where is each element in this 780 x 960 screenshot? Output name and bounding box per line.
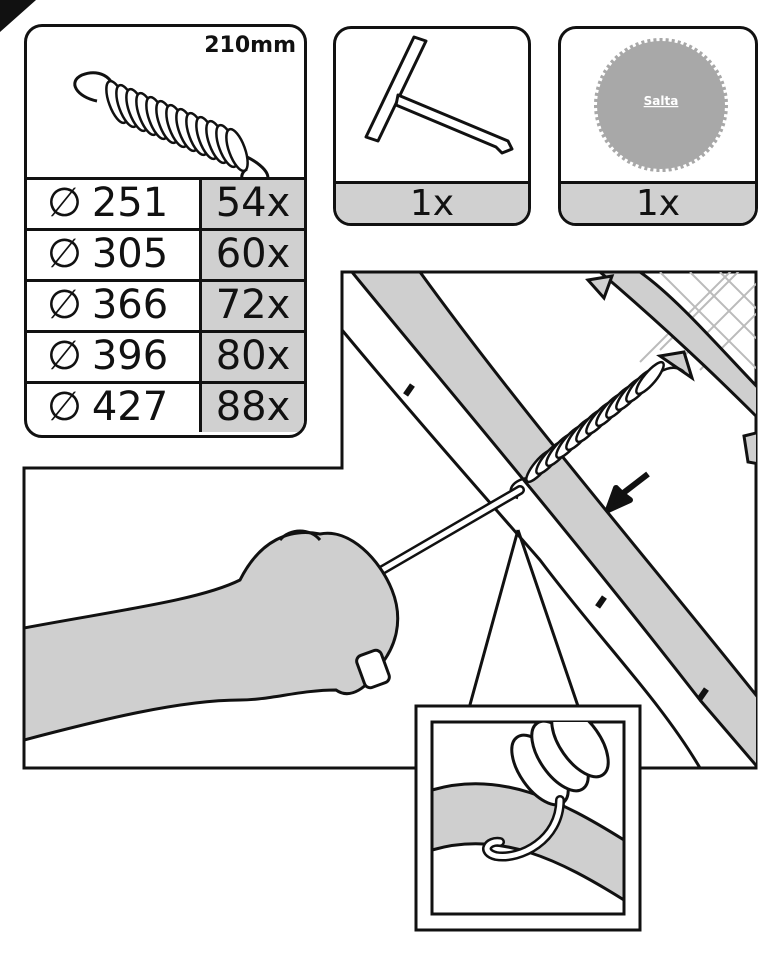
- diameter-symbol: ∅: [47, 231, 82, 277]
- spring-spec-panel: 210mm ∅251 54x ∅305 60x: [24, 24, 307, 438]
- spec-quantity: 60x: [199, 231, 304, 279]
- spec-diameter: 305: [91, 231, 169, 277]
- spec-quantity: 88x: [199, 384, 304, 432]
- trampoline-frame-ring: [348, 272, 756, 768]
- pull-direction-arrow: [605, 471, 650, 513]
- diameter-symbol: ∅: [47, 282, 82, 328]
- spec-row: ∅427 88x: [27, 381, 304, 432]
- hook-detail-inset: [432, 722, 624, 902]
- spec-quantity: 80x: [199, 333, 304, 381]
- diameter-symbol: ∅: [47, 180, 82, 226]
- mat-panel: Salta 1x: [558, 26, 758, 226]
- spec-quantity: 54x: [199, 180, 304, 228]
- spec-diameter: 366: [91, 282, 169, 328]
- diameter-symbol: ∅: [47, 333, 82, 379]
- spec-diameter: 396: [91, 333, 169, 379]
- spec-row: ∅396 80x: [27, 330, 304, 381]
- mat-logo: Salta: [644, 94, 679, 108]
- corner-triangle: [0, 0, 36, 32]
- jumping-mat-icon: Salta: [594, 38, 728, 172]
- installed-spring: [509, 360, 685, 500]
- spring-length-label: 210mm: [204, 33, 296, 58]
- spec-diameter: 427: [91, 384, 169, 430]
- spec-diameter: 251: [91, 180, 169, 226]
- spec-row: ∅366 72x: [27, 279, 304, 330]
- hand-holding-tool: [24, 531, 400, 742]
- t-hook-tool-icon: [364, 35, 514, 155]
- diameter-symbol: ∅: [47, 384, 82, 430]
- mat-edge: [595, 272, 756, 434]
- spring-icon: [73, 71, 270, 187]
- spec-row: ∅305 60x: [27, 228, 304, 279]
- spring-spec-table: ∅251 54x ∅305 60x ∅366 72x ∅396 80x ∅427…: [27, 177, 304, 435]
- mat-quantity: 1x: [561, 181, 755, 223]
- spec-quantity: 72x: [199, 282, 304, 330]
- tool-panel: 1x: [333, 26, 531, 226]
- tool-quantity: 1x: [336, 181, 528, 223]
- spec-row: ∅251 54x: [27, 177, 304, 228]
